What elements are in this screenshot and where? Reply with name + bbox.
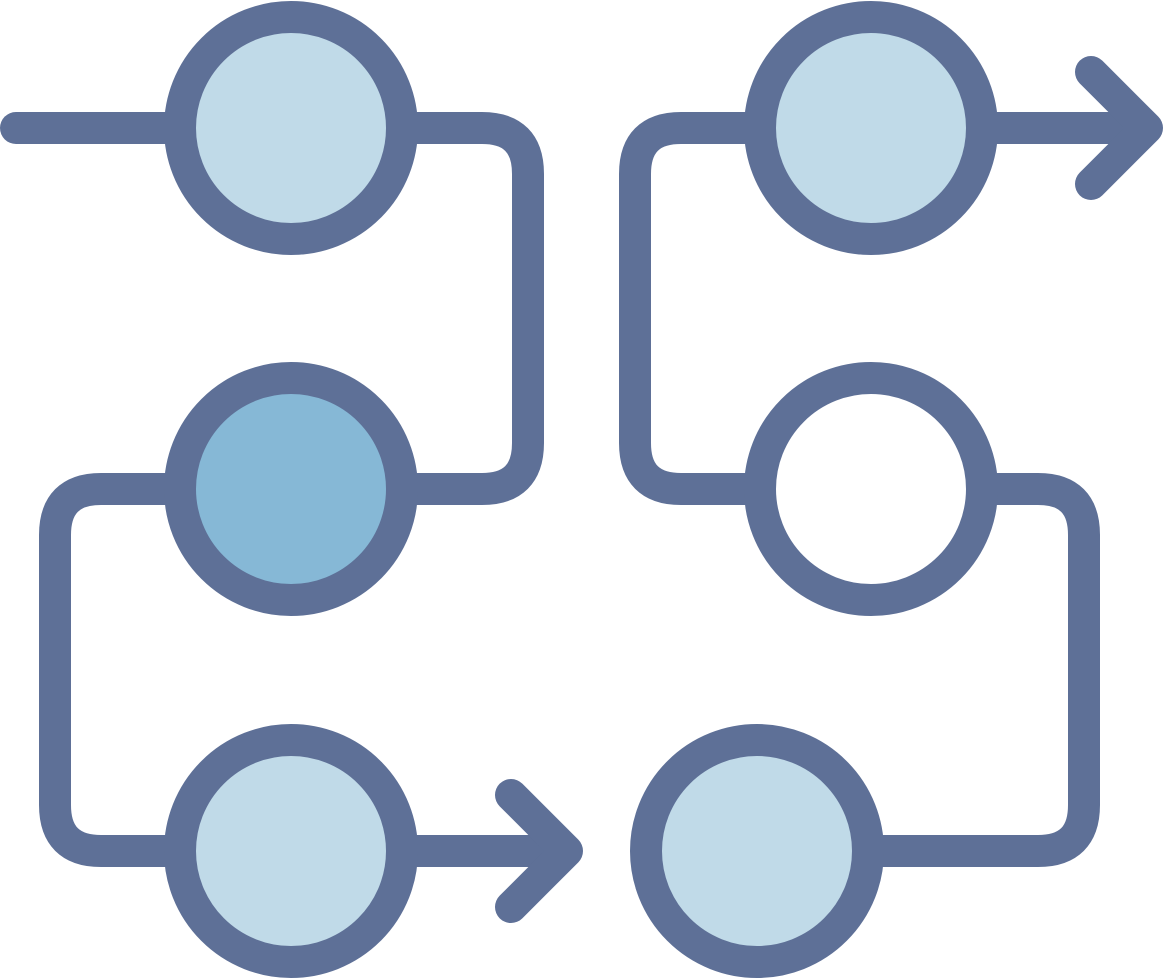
connector-bottom-right-to-middle-right (852, 473, 1100, 867)
connector-lines (0, 112, 1162, 867)
arrow-head-icon (1075, 56, 1163, 200)
node-circle-bottom-left (164, 724, 418, 978)
arrow-head-icon (495, 779, 583, 923)
node-circle-bottom-right (630, 724, 884, 978)
arrowheads (495, 56, 1163, 923)
node-circle-top-left (164, 1, 418, 255)
connector-top-left-to-middle-left (386, 112, 544, 505)
node-circle-top-right (744, 1, 998, 255)
connector-middle-left-to-bottom-left (39, 473, 196, 867)
connector-middle-right-to-top-right (619, 112, 776, 505)
node-circle-middle-left (164, 362, 418, 616)
node-circle-middle-right (744, 362, 998, 616)
process-nodes (164, 1, 998, 978)
